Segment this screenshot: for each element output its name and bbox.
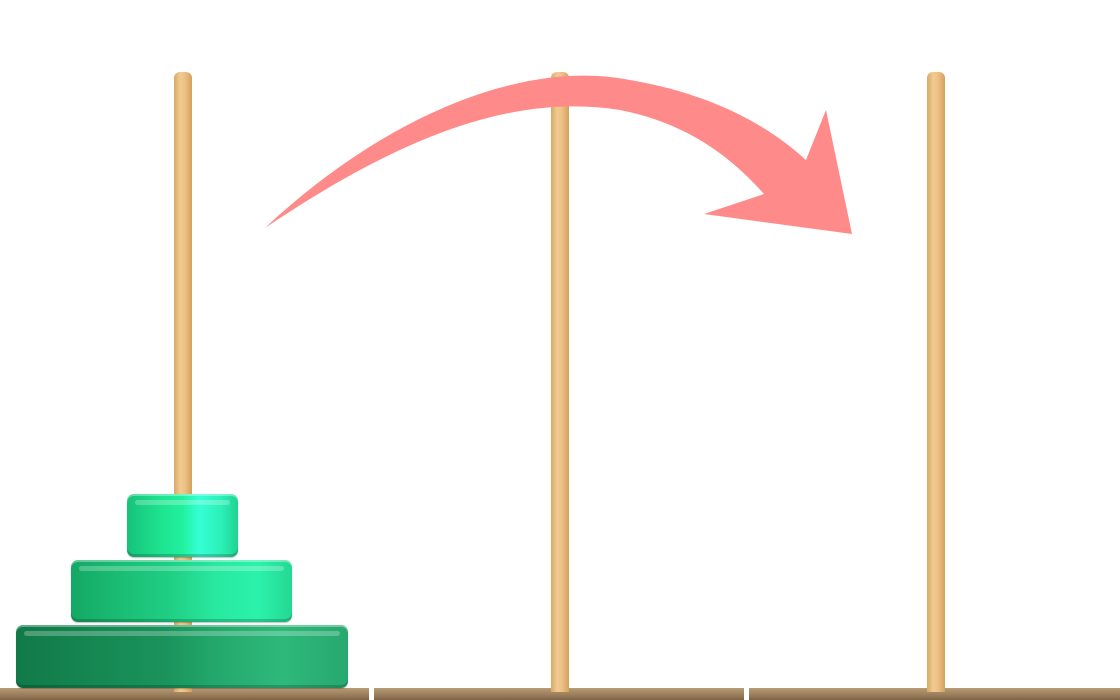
base-middle [374, 688, 744, 700]
disk-small[interactable] [127, 494, 238, 557]
disk-medium[interactable] [71, 560, 292, 622]
base-left [0, 688, 369, 700]
peg-right[interactable] [927, 72, 945, 692]
disk-large[interactable] [16, 625, 348, 688]
base-right [749, 688, 1120, 700]
disk-shine [79, 566, 284, 571]
disk-shine [135, 500, 230, 505]
disk-shine [24, 631, 340, 636]
peg-middle[interactable] [551, 72, 569, 692]
